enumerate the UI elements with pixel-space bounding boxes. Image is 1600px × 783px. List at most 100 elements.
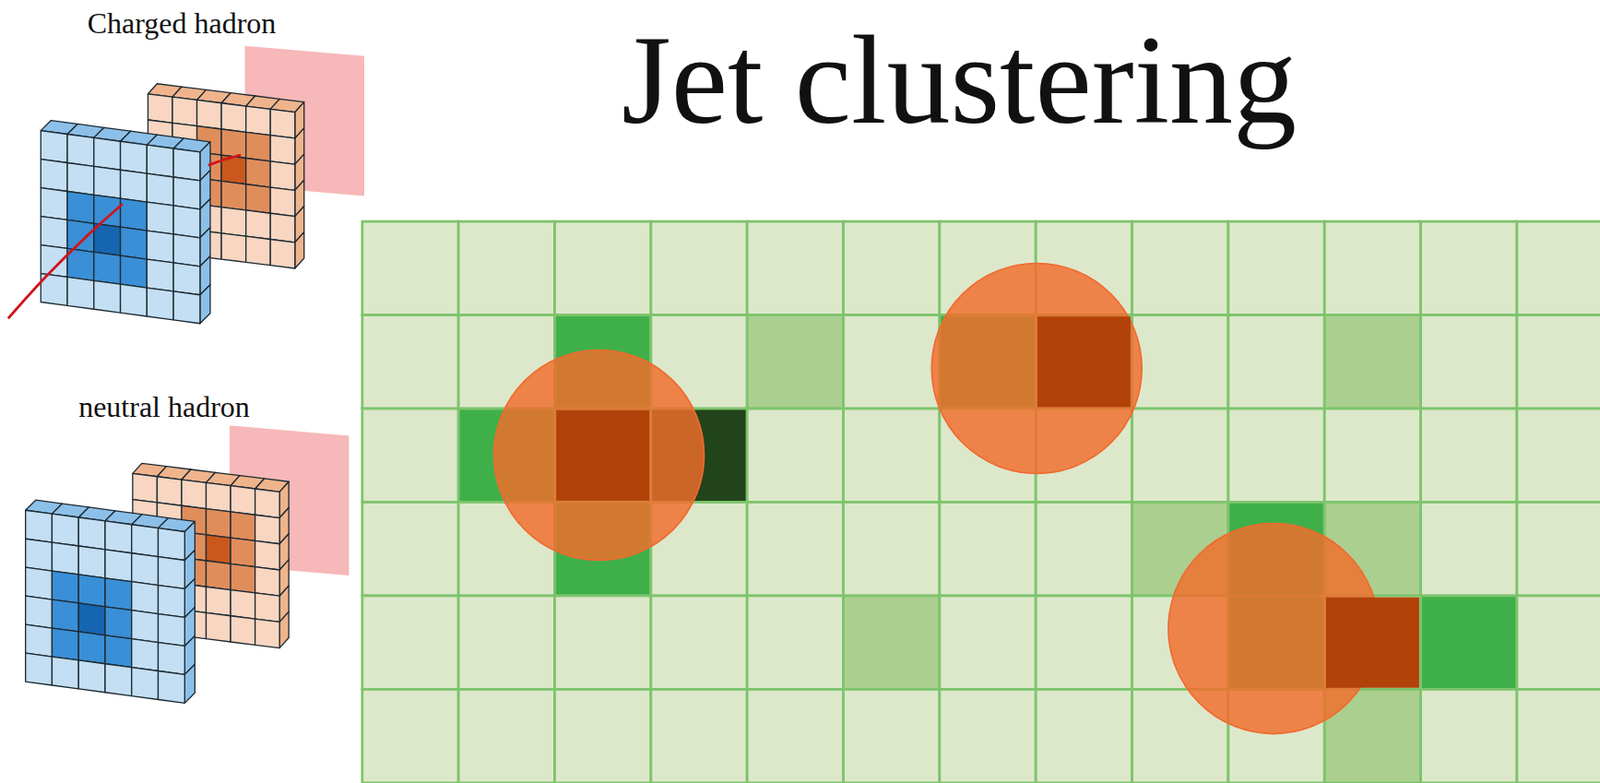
detector-cell [25, 567, 53, 600]
detector-cell [146, 173, 174, 206]
detector-cell [173, 177, 201, 210]
jet-cone [494, 350, 705, 561]
muon-plane [245, 46, 365, 197]
detector-cell [270, 161, 296, 191]
grid-cell [458, 221, 555, 315]
detector-cell [221, 180, 247, 211]
grid-cell [1421, 502, 1518, 596]
detector-cell [270, 213, 296, 243]
detector-cell [173, 291, 201, 324]
detector-cell [255, 540, 281, 570]
detector-cell [173, 205, 201, 238]
grid-cell [651, 221, 747, 315]
detector-cell [78, 545, 106, 579]
detector-cell [206, 482, 232, 512]
grid-cell [1324, 221, 1421, 315]
grid-cell [651, 595, 747, 689]
detector-cell [146, 287, 174, 320]
detector-cell [255, 567, 281, 597]
detector-cell [200, 284, 211, 324]
detector-cell [230, 511, 256, 542]
jet-cone [931, 262, 1142, 474]
detector-cell [255, 592, 281, 623]
detector-cell [105, 521, 132, 554]
grid-cell [458, 595, 555, 689]
detector-cell [131, 581, 159, 615]
charged-hadron-detector [8, 46, 365, 324]
detector-cell [51, 570, 79, 604]
jets [494, 262, 1420, 734]
grid-cell [746, 408, 843, 502]
jet-core-cell [556, 410, 650, 501]
detector-cell [246, 131, 272, 162]
detector-cell [246, 184, 272, 214]
grid-cell [939, 688, 1036, 783]
detector-cell [255, 618, 281, 649]
detector-cell [146, 144, 174, 178]
grid-cell [1132, 408, 1229, 502]
detector-cell [51, 656, 79, 689]
detector-cell [246, 236, 272, 266]
jet-core-cell [1037, 316, 1131, 407]
detector-cell [279, 611, 289, 648]
detector-cell [184, 663, 195, 703]
detector-cell [67, 134, 95, 167]
muon-plane [229, 425, 349, 576]
detector-cell [105, 606, 132, 640]
detector-cell [158, 642, 186, 676]
grid-cell [1421, 688, 1518, 783]
detector-cell [94, 223, 121, 256]
detector-cell [146, 230, 174, 263]
detector-cell [158, 614, 186, 647]
grid-cell [1035, 688, 1132, 783]
grid-cell [843, 502, 940, 596]
detector-cell [158, 557, 186, 590]
detector-cell [255, 488, 281, 519]
detector-label: neutral hadron [78, 391, 250, 424]
detector-cell [158, 528, 186, 561]
grid-cell [1517, 688, 1600, 783]
detector-cell [94, 280, 121, 313]
detector-cell [206, 586, 232, 617]
detector-cell [181, 479, 207, 510]
detector-cell [173, 262, 201, 296]
grid-cell [554, 595, 651, 689]
em-calorimeter [25, 499, 196, 703]
detector-cell [120, 198, 148, 231]
grid-cell [843, 408, 940, 502]
detector-cell [221, 233, 247, 263]
grid-cell [1324, 408, 1421, 502]
grid-cell [1517, 595, 1600, 689]
grid-cell [1035, 595, 1132, 689]
detector-cell [221, 207, 247, 238]
detector-cell [197, 99, 223, 130]
detector-cell [172, 96, 198, 127]
detector-cell [156, 476, 182, 507]
grid-cell [843, 688, 940, 783]
grid-cell [362, 408, 459, 502]
grid-cell [746, 221, 843, 315]
detector-cell [146, 259, 174, 292]
detector-cell [40, 188, 68, 221]
detector-cell [67, 162, 95, 195]
detector-cell [51, 599, 79, 632]
detector-cell [270, 108, 296, 139]
detector-cell [221, 103, 247, 133]
detector-cell [230, 563, 256, 593]
drawing [8, 46, 1600, 783]
detector-cell [131, 553, 159, 586]
neutral-hadron-detector [25, 425, 350, 703]
detector-cell [94, 165, 121, 199]
detector-cell [67, 190, 95, 224]
detector-cell [51, 628, 79, 661]
detector-cell [67, 248, 95, 281]
grid-cell [1517, 315, 1600, 409]
grid-cell [1228, 221, 1325, 315]
detector-cell [120, 141, 148, 174]
detector-cell [206, 509, 232, 539]
detector-cell [131, 639, 159, 672]
particle-track [208, 154, 241, 166]
detector-cell [147, 94, 173, 124]
detector-cell [295, 232, 305, 269]
detector-cell [131, 667, 159, 700]
